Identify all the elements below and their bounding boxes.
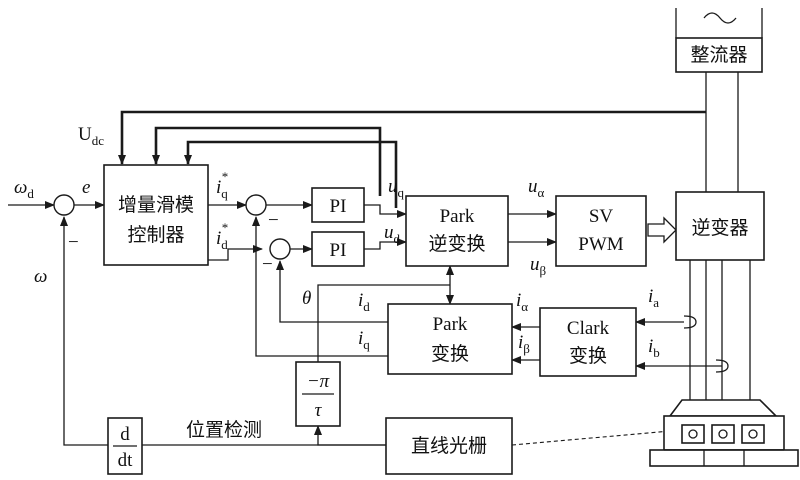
rectifier-block: 整流器 bbox=[675, 37, 763, 73]
smc-label-line2: 控制器 bbox=[127, 224, 184, 246]
udc-label: Udc bbox=[78, 124, 104, 148]
grating-block: 直线光栅 bbox=[385, 417, 513, 475]
uq-label: uq bbox=[388, 176, 405, 200]
inverter-label: 逆变器 bbox=[691, 217, 748, 239]
pi-block-q: PI bbox=[311, 187, 365, 223]
sum-speed bbox=[53, 194, 75, 216]
i-alpha-label: iα bbox=[516, 290, 528, 314]
svpwm-line1: SV bbox=[589, 206, 614, 227]
rectifier-label: 整流器 bbox=[690, 44, 747, 66]
omega-d-label: ωd bbox=[14, 177, 34, 201]
power-path bbox=[649, 8, 799, 467]
omega-label: ω bbox=[34, 266, 47, 287]
ib-label: ib bbox=[648, 336, 660, 360]
id-feedback-label: id bbox=[358, 290, 370, 314]
ia-label: ia bbox=[648, 286, 659, 310]
park-line2: 变换 bbox=[431, 343, 469, 365]
signal-lines bbox=[8, 201, 722, 446]
id-ref-label: id* bbox=[216, 220, 228, 252]
pi-label-d: PI bbox=[330, 240, 347, 261]
smc-label-line1: 增量滑模 bbox=[118, 194, 194, 216]
iq-ref-label: iq* bbox=[216, 169, 228, 201]
sum-id bbox=[269, 238, 291, 260]
pwm-hollow-arrow bbox=[647, 216, 677, 244]
position-detect-label: 位置检测 bbox=[186, 419, 262, 441]
park-inverse-line1: Park bbox=[440, 206, 475, 227]
clark-line1: Clark bbox=[567, 318, 610, 339]
park-line1: Park bbox=[433, 314, 468, 335]
clark-block: Clark 变换 bbox=[539, 307, 637, 377]
park-block: Park 变换 bbox=[387, 303, 513, 375]
svpwm-line2: PWM bbox=[578, 234, 624, 255]
pi-label-q: PI bbox=[330, 196, 347, 217]
gain-block: −π τ bbox=[295, 361, 341, 427]
park-inverse-block: Park 逆变换 bbox=[405, 195, 509, 267]
minus-id: − bbox=[262, 254, 273, 275]
signal-labels: Udc ωd e − ω iq* id* − − uq ud uα uβ θ i… bbox=[14, 124, 660, 441]
clark-line2: 变换 bbox=[569, 345, 607, 367]
grating-label: 直线光栅 bbox=[411, 435, 487, 457]
smc-block: 增量滑模 控制器 bbox=[103, 164, 209, 266]
pi-block-d: PI bbox=[311, 231, 365, 267]
ud-label: ud bbox=[384, 222, 401, 246]
park-inverse-line2: 逆变换 bbox=[428, 233, 485, 255]
sum-iq bbox=[245, 194, 267, 216]
error-label: e bbox=[82, 177, 90, 198]
u-beta-label: uβ bbox=[530, 254, 547, 278]
iq-feedback-label: iq bbox=[358, 328, 370, 352]
minus-speed: − bbox=[68, 232, 79, 253]
gain-numerator: −π bbox=[307, 371, 330, 392]
inverter-block: 逆变器 bbox=[675, 191, 765, 261]
bold-lines bbox=[118, 110, 706, 208]
diff-numerator: d bbox=[120, 424, 130, 445]
u-alpha-label: uα bbox=[528, 176, 545, 200]
svpwm-block: SV PWM bbox=[555, 195, 647, 267]
minus-iq: − bbox=[268, 210, 279, 231]
gain-denominator: τ bbox=[315, 400, 323, 421]
diff-denominator: dt bbox=[118, 450, 134, 471]
i-beta-label: iβ bbox=[518, 332, 530, 356]
theta-label: θ bbox=[302, 288, 311, 309]
differentiator-block: d dt bbox=[107, 417, 143, 475]
